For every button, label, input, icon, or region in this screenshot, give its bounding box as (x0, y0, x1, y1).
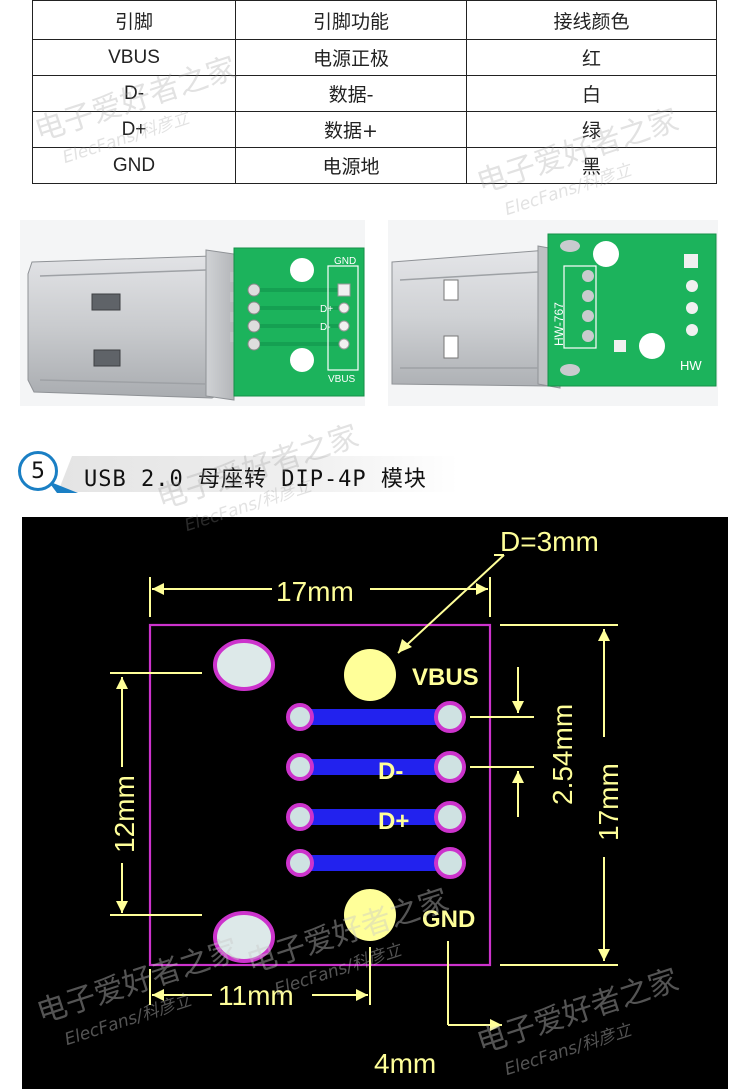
pin-function-cell: 数据- (235, 75, 467, 112)
board-label-model: HW-767 (552, 302, 566, 346)
table-header-cell: 引脚功能 (235, 0, 467, 40)
table-row: D+ 数据+ 绿 (32, 111, 717, 148)
board-label-dminus: D- (320, 322, 331, 333)
dimension-height-left: 12mm (109, 775, 140, 853)
table-row: GND 电源地 黑 (32, 147, 717, 184)
section-heading-bar (58, 456, 458, 492)
board-label-vbus: VBUS (328, 374, 356, 385)
pad-right-1 (434, 701, 466, 733)
pad-right-3 (434, 801, 466, 833)
section-title: USB 2.0 母座转 DIP-4P 模块 (84, 467, 427, 492)
wire-color-cell: 红 (466, 39, 717, 76)
pin-table: 引脚 引脚功能 接线颜色 VBUS 电源正极 红 D- 数据- 白 D+ 数据+… (32, 0, 717, 184)
pad-left-1 (286, 703, 314, 731)
product-photo-top-side: GND D+ D- VBUS (20, 220, 365, 406)
dimension-width-top: 17mm (276, 576, 354, 607)
product-photo-bottom-side: HW-767 HW (388, 220, 718, 406)
mounting-hole-top (344, 649, 396, 701)
dimension-pitch: 2.54mm (547, 704, 578, 805)
pad-label-gnd: GND (422, 906, 475, 933)
pad-label-dplus: D+ (378, 808, 409, 835)
pin-name-cell: D- (32, 75, 236, 112)
mounting-hole-bottom (344, 889, 396, 941)
board-label-brand: HW (680, 358, 702, 373)
dimension-offset-bottom: 4mm (374, 1048, 436, 1079)
pad-label-vbus: VBUS (412, 664, 479, 691)
pin-name-cell: VBUS (32, 39, 236, 76)
pin-name-cell: D+ (32, 111, 236, 148)
pad-left-2 (286, 753, 314, 781)
section-number-badge: 5 (18, 451, 58, 491)
pin-function-cell: 电源地 (235, 147, 467, 184)
pad-label-dminus: D- (378, 758, 403, 785)
pad-right-2 (434, 751, 466, 783)
wire-color-cell: 白 (466, 75, 717, 112)
wire-color-cell: 绿 (466, 111, 717, 148)
pin-function-cell: 数据+ (235, 111, 467, 148)
pin-name-cell: GND (32, 147, 236, 184)
board-label-gnd: GND (334, 256, 356, 267)
table-row: D- 数据- 白 (32, 75, 717, 112)
dimension-width-bottom: 11mm (218, 980, 294, 1011)
table-header-row: 引脚 引脚功能 接线颜色 (32, 0, 717, 40)
table-row: VBUS 电源正极 红 (32, 39, 717, 76)
pin-function-cell: 电源正极 (235, 39, 467, 76)
section-heading: 5 USB 2.0 母座转 DIP-4P 模块 (18, 447, 458, 497)
dimension-hole-diameter: D=3mm (500, 526, 599, 557)
wire-color-cell: 黑 (466, 147, 717, 184)
pad-right-4 (434, 847, 466, 879)
table-header-cell: 接线颜色 (466, 0, 717, 40)
pcb-dimension-drawing: VBUS D- D+ GND (22, 517, 728, 1089)
shield-pad-bottom (213, 911, 275, 963)
pad-left-4 (286, 849, 314, 877)
dimension-height-right: 17mm (593, 763, 624, 841)
shield-pad-top (213, 639, 275, 691)
board-label-dplus: D+ (320, 304, 333, 315)
table-header-cell: 引脚 (32, 0, 236, 40)
board-outline (148, 623, 492, 967)
pad-left-3 (286, 803, 314, 831)
